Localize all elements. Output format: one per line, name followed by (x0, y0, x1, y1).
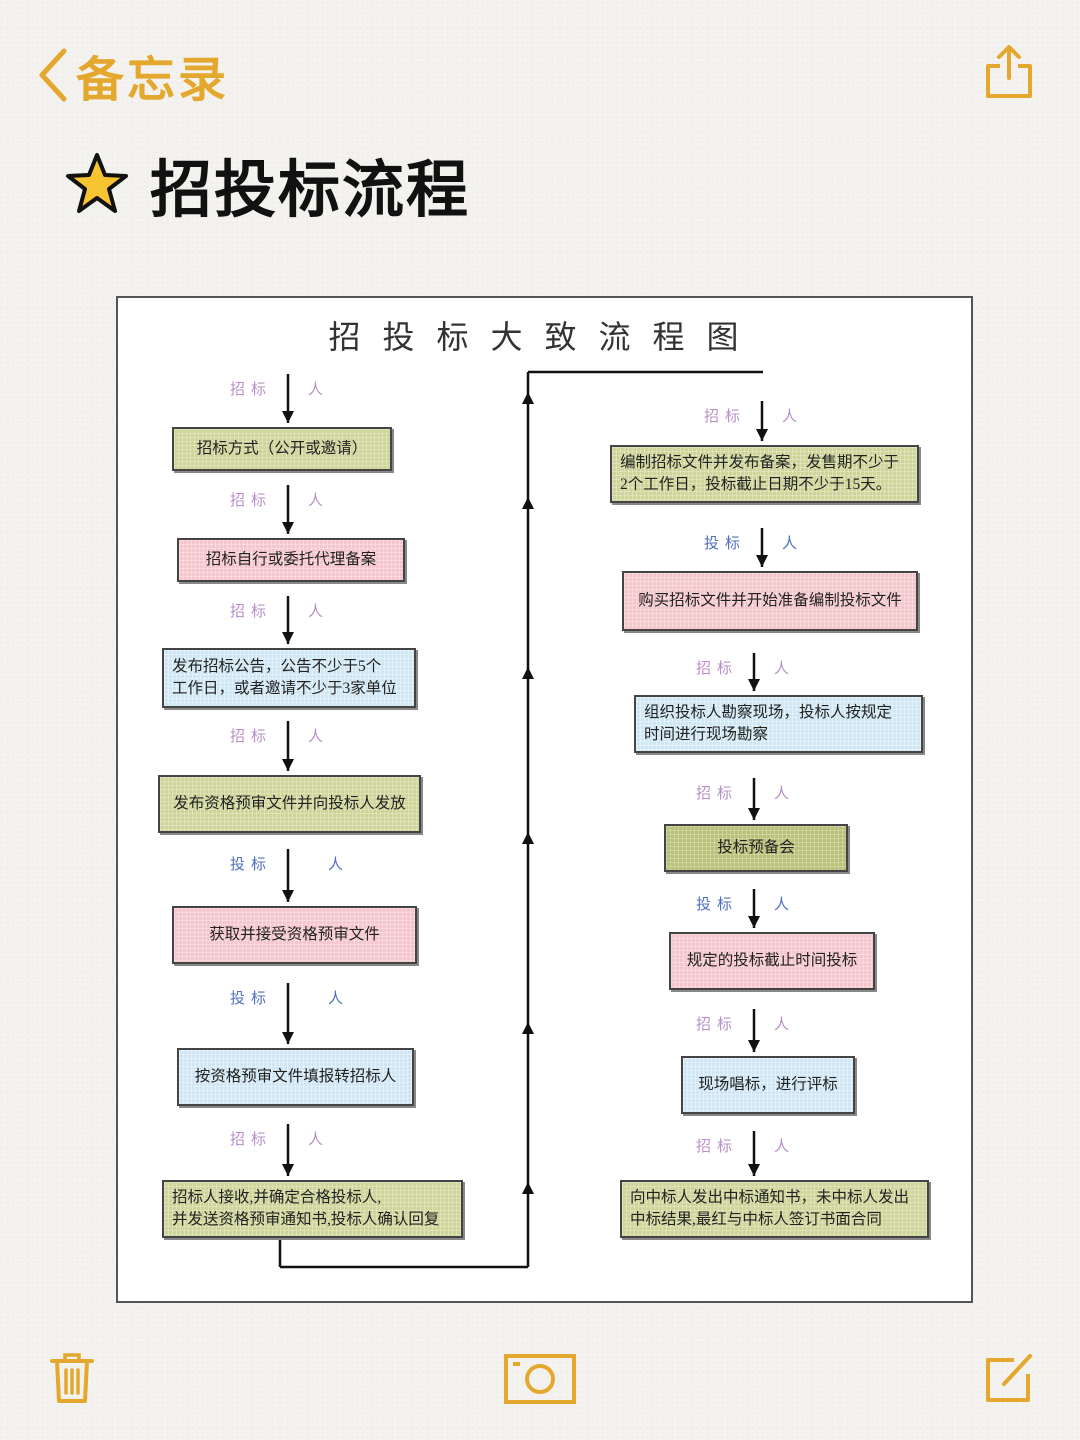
arrowhead (522, 832, 534, 844)
arrowhead (522, 497, 534, 509)
flow-actor-label: 招标 (230, 604, 273, 620)
flow-step-box: 向中标人发出中标通知书，未中标人发出 中标结果,最红与中标人签订书面合同 (620, 1180, 929, 1238)
flow-step-text: 招标人接收,并确定合格投标人, 并发送资格预审通知书,投标人确认回复 (172, 1189, 440, 1228)
flow-step-text: 发布招标公告，公告不少于5个 工作日，或者邀请不少于3家单位 (172, 658, 397, 697)
flow-step-text: 现场唱标，进行评标 (698, 1076, 838, 1093)
flow-step-text: 组织投标人勘察现场，投标人按规定 时间进行现场勘察 (644, 704, 893, 743)
flow-step-box: 组织投标人勘察现场，投标人按规定 时间进行现场勘察 (634, 695, 923, 753)
flow-actor-label: 招标 (696, 1139, 739, 1155)
arrowhead (522, 392, 534, 404)
flow-actor-suffix: 人 (774, 897, 790, 913)
flow-step-box: 投标预备会 (664, 824, 848, 872)
flow-actor-label: 招标 (230, 1132, 273, 1148)
delete-button[interactable] (50, 1352, 94, 1404)
arrowhead (748, 1164, 760, 1176)
camera-button[interactable] (504, 1354, 576, 1404)
flow-actor-suffix: 人 (308, 1132, 324, 1148)
arrowhead (756, 429, 768, 441)
arrowhead (282, 1032, 294, 1044)
flow-actor-label: 招标 (704, 409, 747, 425)
arrowhead (748, 1040, 760, 1052)
diagram-title: 招投标大致流程图 (328, 319, 761, 355)
flow-actor-suffix: 人 (774, 1139, 790, 1155)
flow-step-text: 按资格预审文件填报转招标人 (194, 1068, 397, 1085)
flow-step-text: 规定的投标截止时间投标 (686, 952, 858, 969)
flow-actor-suffix: 人 (774, 661, 790, 677)
flow-actor-label: 投标 (704, 536, 747, 552)
flow-actor-label: 投标 (696, 897, 739, 913)
flow-step-box: 发布资格预审文件并向投标人发放 (158, 775, 421, 833)
arrowhead (522, 667, 534, 679)
flow-actor-label: 招标 (696, 661, 739, 677)
chevron-left-icon (39, 48, 67, 102)
flow-actor-label: 招标 (230, 493, 273, 509)
compose-button[interactable] (984, 1352, 1034, 1404)
compose-icon (986, 1354, 1032, 1402)
flow-step-text: 向中标人发出中标通知书，未中标人发出 中标结果,最红与中标人签订书面合同 (630, 1189, 910, 1228)
flow-actor-label: 投标 (230, 857, 273, 873)
flow-actor-suffix: 人 (774, 1017, 790, 1033)
flow-step-text: 获取并接受资格预审文件 (209, 926, 380, 943)
arrowhead (748, 679, 760, 691)
flow-step-text: 投标预备会 (717, 839, 795, 856)
flow-actor-suffix: 人 (308, 493, 324, 509)
flow-step-box: 按资格预审文件填报转招标人 (177, 1048, 414, 1106)
camera-icon (504, 1354, 576, 1404)
arrowhead (522, 1022, 534, 1034)
arrowhead (282, 522, 294, 534)
star-icon (66, 153, 128, 213)
flow-actor-suffix: 人 (308, 382, 324, 398)
flow-actor-suffix: 人 (328, 857, 344, 873)
arrowhead (282, 1164, 294, 1176)
arrowhead (748, 808, 760, 820)
flow-step-text: 编制招标文件并发布备案，发售期不少于 2个工作日，投标截止日期不少于15天。 (620, 454, 900, 493)
share-icon (986, 45, 1032, 98)
flow-actor-suffix: 人 (782, 536, 798, 552)
flow-step-text: 发布资格预审文件并向投标人发放 (173, 795, 406, 812)
flow-connectors (278, 370, 768, 1269)
flow-step-box: 规定的投标截止时间投标 (669, 932, 875, 990)
note-title: 招投标流程 (64, 144, 470, 225)
flow-step-box: 招标方式（公开或邀请） (172, 427, 392, 471)
share-button[interactable] (982, 44, 1036, 100)
flow-step-box: 购买招标文件并开始准备编制投标文件 (622, 571, 918, 631)
flow-step-box: 招标自行或委托代理备案 (177, 538, 405, 582)
flow-actor-suffix: 人 (328, 991, 344, 1007)
arrowhead (756, 555, 768, 567)
flow-actor-label: 招标 (230, 382, 273, 398)
flow-actor-label: 投标 (230, 991, 273, 1007)
flow-step-text: 招标方式（公开或邀请） (196, 440, 368, 457)
back-button[interactable]: 备忘录 (36, 40, 229, 110)
arrowhead (522, 1182, 534, 1194)
flowchart-image: 招投标大致流程图 招标方式（公开或邀请）招标人招标自行或委托代理备案招标人发布招… (116, 296, 973, 1303)
flow-actor-label: 招标 (696, 1017, 739, 1033)
flow-actor-label: 招标 (696, 786, 739, 802)
flow-step-box: 编制招标文件并发布备案，发售期不少于 2个工作日，投标截止日期不少于15天。 (610, 445, 919, 503)
flow-step-box: 现场唱标，进行评标 (681, 1056, 855, 1114)
arrowhead (748, 916, 760, 928)
arrowhead (282, 890, 294, 902)
flow-actor-suffix: 人 (308, 729, 324, 745)
flow-step-box: 获取并接受资格预审文件 (172, 906, 417, 964)
flow-step-box: 招标人接收,并确定合格投标人, 并发送资格预审通知书,投标人确认回复 (162, 1180, 463, 1238)
trash-icon (50, 1353, 94, 1403)
arrowhead (282, 632, 294, 644)
flow-actor-label: 招标 (230, 729, 273, 745)
flow-actor-suffix: 人 (308, 604, 324, 620)
arrowhead (282, 411, 294, 423)
flow-actor-suffix: 人 (782, 409, 798, 425)
back-label: 备忘录 (76, 54, 230, 107)
arrowhead (282, 759, 294, 771)
flow-step-text: 招标自行或委托代理备案 (205, 551, 377, 568)
flow-step-text: 购买招标文件并开始准备编制投标文件 (638, 592, 902, 609)
page-title: 招投标流程 (150, 156, 471, 225)
flow-actor-suffix: 人 (774, 786, 790, 802)
flow-step-box: 发布招标公告，公告不少于5个 工作日，或者邀请不少于3家单位 (162, 648, 416, 708)
